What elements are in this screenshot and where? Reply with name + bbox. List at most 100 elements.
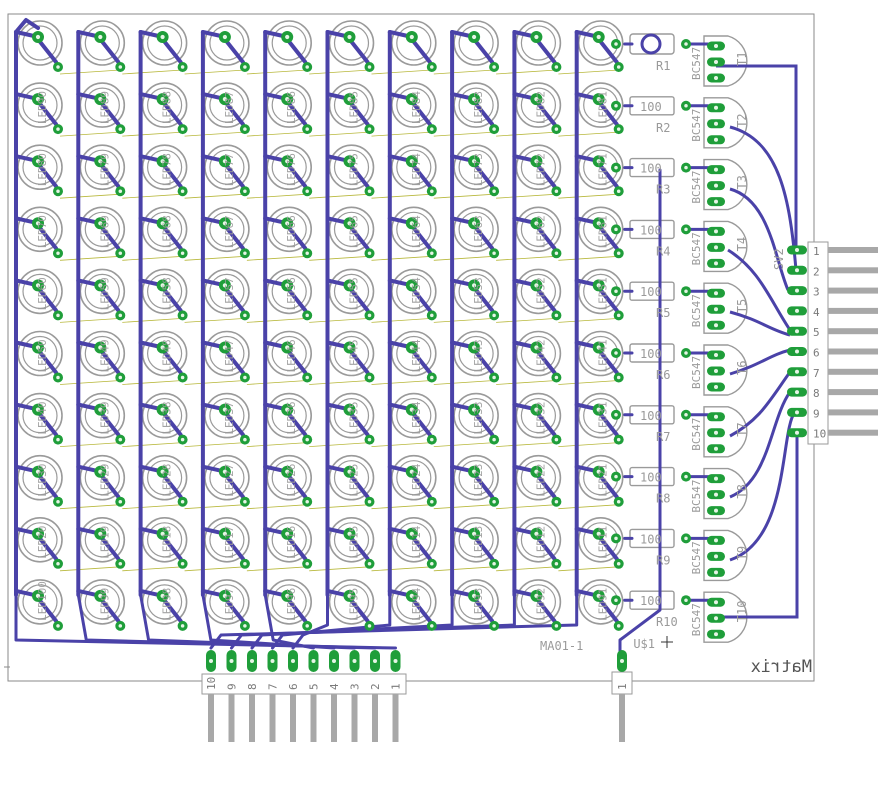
led-ring: [84, 460, 120, 496]
transistor-outline: [703, 591, 748, 643]
led-anode-pad-drill: [492, 375, 496, 380]
header-pin-label: 6: [813, 347, 820, 360]
resistor-name: R4: [656, 244, 670, 258]
led-cathode-pad-drill: [534, 97, 539, 102]
led-ring: [520, 149, 557, 185]
resistor-value: 100: [640, 594, 662, 608]
airwire: [59, 255, 121, 261]
led-anode-pad-drill: [492, 562, 496, 566]
led-ring: [84, 398, 120, 434]
led-cathode-trace: [574, 92, 597, 101]
airwire: [246, 193, 308, 199]
led-anode-pad-drill: [305, 499, 309, 504]
led-label: LED85: [348, 91, 361, 124]
led-label: LED80: [36, 153, 49, 186]
resistor-name: R9: [656, 553, 670, 567]
led-anode-pad-drill: [243, 251, 247, 256]
led-ring: [22, 87, 58, 123]
airwire: [371, 255, 432, 261]
led-cathode-pad-drill: [222, 159, 227, 164]
led-cathode-trace: [138, 216, 161, 225]
resistor-pad-drill: [614, 413, 618, 417]
led-ring: [458, 460, 494, 496]
led-ring: [147, 87, 183, 123]
led-cathode-trace: [200, 340, 223, 349]
led-ring: [396, 273, 432, 309]
led-anode-pad-drill: [118, 189, 123, 193]
transistor-name: T3: [735, 175, 749, 189]
airwire: [122, 69, 183, 75]
airwire: [309, 193, 370, 199]
led-cathode-pad-drill: [596, 469, 601, 474]
led-anode-pad-drill: [56, 251, 60, 256]
led-label: LED33: [472, 401, 485, 434]
led-cathode-trace: [450, 526, 473, 535]
led-cathode-trace: [387, 340, 410, 349]
led-ring: [209, 87, 245, 123]
transistor-name: T10: [735, 601, 749, 623]
ground-rail: [618, 168, 662, 662]
led-anode-pad-drill: [492, 313, 496, 318]
led-cathode-trace: [574, 464, 597, 473]
led-anode-pad-drill: [56, 127, 60, 131]
led-label: LED17: [223, 526, 236, 559]
resistor-pad-drill: [684, 104, 688, 108]
led-ring: [271, 25, 307, 61]
led-ring: [84, 335, 120, 372]
led-cathode-trace: [200, 278, 223, 287]
led-cathode-trace: [387, 216, 410, 225]
led-cathode-trace: [138, 278, 161, 287]
led-label: LED48: [161, 339, 174, 372]
led-label: LED83: [472, 91, 485, 124]
airwire: [184, 131, 245, 137]
led-anode-pad-drill: [180, 313, 185, 318]
led-ring: [396, 335, 432, 372]
led-anode-pad-drill: [243, 375, 247, 380]
header-pad-drill: [311, 659, 316, 663]
led-ring: [147, 25, 183, 61]
led-cathode-pad-drill: [35, 407, 41, 412]
led-cathode-pad-drill: [98, 97, 103, 102]
led-anode-pad-drill: [305, 624, 309, 628]
led-anode-pad-drill: [118, 127, 123, 131]
airwire: [122, 131, 183, 137]
led-cathode-pad-drill: [35, 531, 41, 536]
airwire: [309, 255, 370, 261]
led-cathode-trace: [387, 92, 410, 101]
airwire: [184, 504, 245, 510]
header-pad-drill: [352, 659, 357, 663]
led-anode-pad-drill: [118, 251, 123, 256]
header-pin-label: 2: [813, 265, 820, 278]
led-cathode-trace: [76, 402, 99, 411]
led-anode-pad-drill: [56, 189, 60, 193]
airwire: [122, 380, 183, 385]
transistor-pad-drill: [714, 183, 718, 188]
led-cathode-trace: [263, 154, 286, 163]
airwire: [246, 69, 308, 75]
led-cathode-trace: [574, 30, 597, 38]
led-cathode-pad-drill: [472, 221, 477, 226]
led-cathode-pad-drill: [409, 469, 414, 474]
led-label: LED41: [597, 339, 610, 372]
led-ring: [22, 211, 58, 247]
led-cathode-trace: [574, 588, 597, 597]
led-ring: [333, 25, 370, 61]
header-pad-drill: [795, 288, 799, 293]
led-label: LED92: [534, 588, 547, 621]
header-pin: [619, 694, 625, 742]
airwire: [433, 193, 495, 199]
led-cathode-trace: [263, 464, 286, 473]
led-anode-pad-drill: [554, 437, 559, 442]
led-label: LED86: [285, 91, 298, 124]
led-ring: [396, 398, 432, 434]
airwire: [371, 566, 432, 572]
led-anode-pad-drill: [56, 313, 60, 318]
led-label: LED78: [161, 153, 174, 186]
airwire: [246, 504, 308, 510]
transistor-outline: [703, 529, 748, 582]
led-cathode-trace: [14, 588, 36, 597]
airwire: [433, 442, 495, 447]
led-label: LED28: [161, 464, 174, 497]
airwire: [371, 504, 432, 510]
header-pin-label: 10: [813, 428, 826, 441]
